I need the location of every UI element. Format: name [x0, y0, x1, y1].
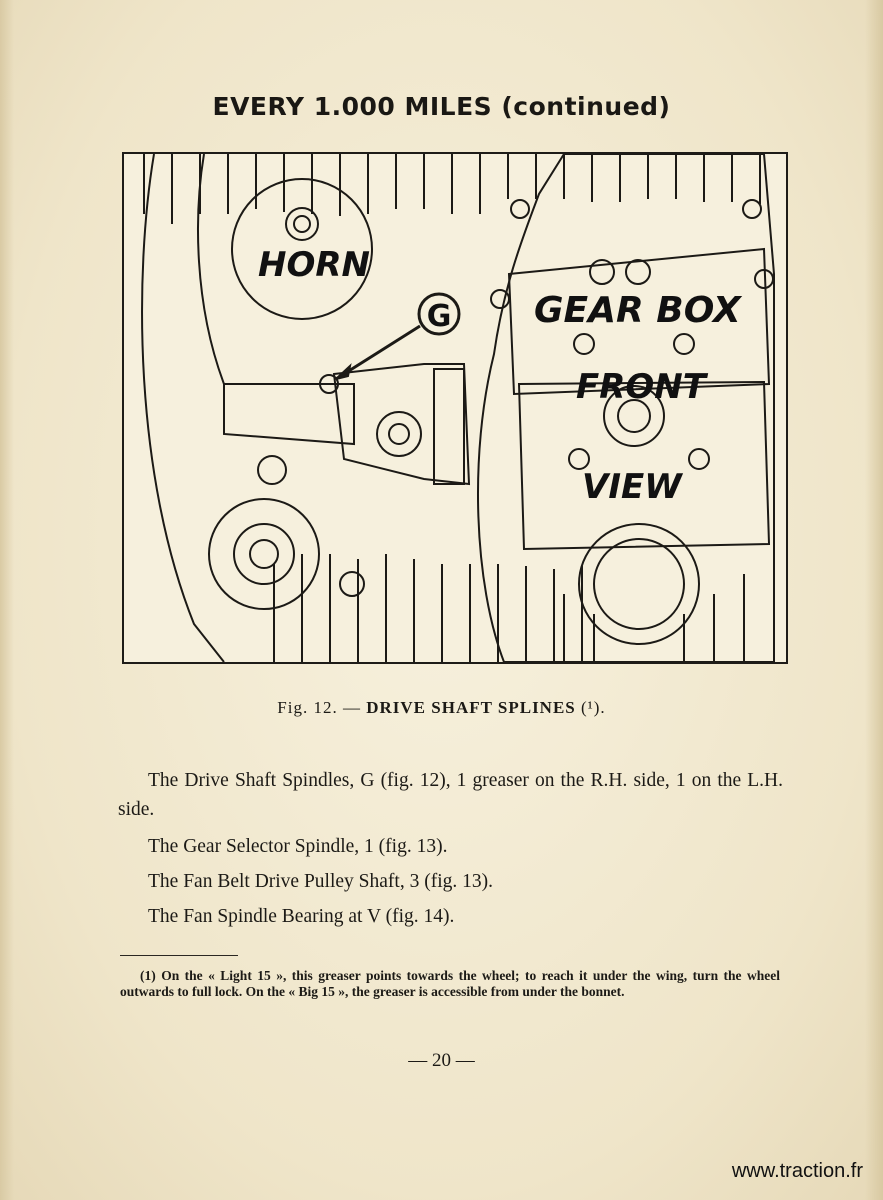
caption-prefix: Fig. 12. — [277, 698, 361, 717]
caption-title: DRIVE SHAFT SPLINES [366, 698, 576, 717]
paragraph-fan-spindle: The Fan Spindle Bearing at V (fig. 14). [148, 906, 455, 927]
drive-shaft-diagram: HORN G GEAR BOX FRONT VIEW [141, 154, 775, 662]
caption-note: (¹). [581, 698, 606, 717]
paragraph-fan-belt: The Fan Belt Drive Pulley Shaft, 3 (fig.… [148, 871, 493, 892]
page-heading: EVERY 1.000 MILES (continued) [212, 92, 671, 121]
footnote: (1) On the « Light 15 », this greaser po… [120, 968, 780, 999]
label-horn: HORN [258, 245, 370, 285]
label-view: VIEW [582, 467, 683, 507]
paragraph-gear-selector: The Gear Selector Spindle, 1 (fig. 13). [148, 836, 448, 857]
footnote-divider [120, 955, 238, 956]
cooling-fins-top [143, 154, 761, 224]
figure-12-illustration: HORN G GEAR BOX FRONT VIEW [122, 152, 788, 664]
label-gear-box: GEAR BOX [534, 290, 743, 331]
paragraph-drive-shaft: The Drive Shaft Spindles, G (fig. 12), 1… [118, 770, 783, 820]
watermark-link[interactable]: www.traction.fr [731, 1160, 863, 1182]
label-front: FRONT [576, 367, 709, 407]
label-callout-g: G [427, 299, 452, 334]
page-number: — 20 — [408, 1050, 475, 1071]
page-edge-left [0, 0, 14, 1200]
page-edge-right [865, 0, 883, 1200]
body-text: The Drive Shaft Spindles, G (fig. 12), 1… [118, 766, 783, 937]
figure-caption: Fig. 12. — DRIVE SHAFT SPLINES (¹). [0, 698, 883, 718]
